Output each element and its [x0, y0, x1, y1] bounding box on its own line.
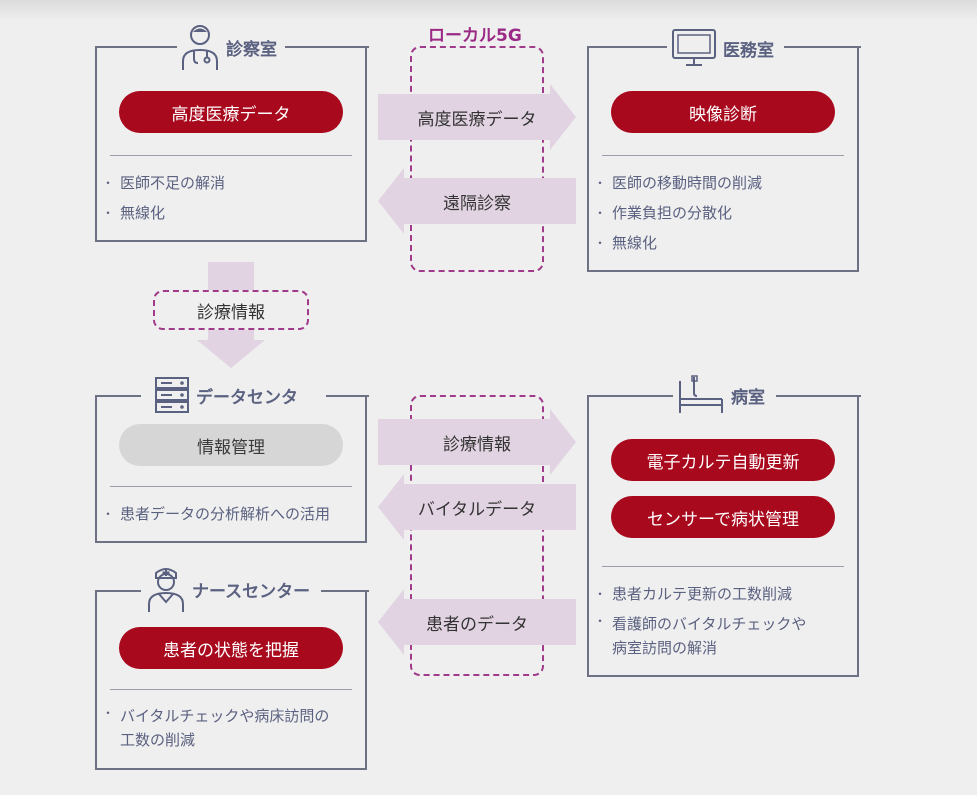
down-arrow-label: 診療情報 [153, 290, 309, 330]
imu-pill: 映像診断 [611, 91, 835, 133]
arrow-right-medical-info: 診療情報 [378, 409, 576, 475]
room-imu [587, 46, 861, 272]
list-item: 医師の移動時間の削減 [594, 168, 762, 198]
room-nurse [95, 590, 369, 770]
hospital-bed-icon [679, 375, 723, 413]
list-item: 医師不足の解消 [102, 168, 225, 198]
divider [602, 566, 844, 567]
room-title-text: 医務室 [723, 40, 774, 61]
room-shinsatsu [95, 46, 369, 242]
divider [110, 689, 352, 690]
shinsatsu-bullets: 医師不足の解消 無線化 [102, 168, 225, 228]
local-5g-label: ローカル5G [428, 26, 522, 46]
room-title-text: 病室 [731, 387, 765, 408]
room-shinsatsu-title: 診察室 [180, 23, 277, 71]
list-item: 作業負担の分散化 [594, 198, 762, 228]
local-5g-lane-upper [410, 46, 544, 272]
room-byoshitsu-title: 病室 [677, 375, 765, 415]
imu-bullets: 医師の移動時間の削減 作業負担の分散化 無線化 [594, 168, 762, 258]
list-item: 患者データの分析解析への活用 [102, 499, 330, 529]
list-item: 無線化 [102, 198, 225, 228]
room-byoshitsu [587, 395, 861, 677]
local-5g-lane-lower [410, 395, 544, 676]
nurse-pill: 患者の状態を把握 [119, 627, 343, 669]
room-title-text: データセンタ [196, 387, 298, 408]
room-imu-title: 医務室 [671, 28, 774, 68]
byoshitsu-pill-1: 電子カルテ自動更新 [611, 439, 835, 481]
arrow-right-advanced-data: 高度医療データ [378, 84, 576, 150]
room-title-text: ナースセンター [192, 581, 311, 602]
datacenter-bullets: 患者データの分析解析への活用 [102, 499, 330, 529]
list-item: 無線化 [594, 228, 762, 258]
monitor-icon [672, 29, 716, 66]
arrow-left-patient-data: 患者のデータ [378, 589, 576, 655]
list-item: 患者カルテ更新の工数削減 [594, 579, 806, 609]
room-title-text: 診察室 [226, 39, 277, 60]
doctor-icon [182, 25, 218, 70]
datacenter-pill: 情報管理 [119, 424, 343, 466]
arrow-left-vital-data: バイタルデータ [378, 474, 576, 540]
arrow-left-remote-exam: 遠隔診察 [378, 168, 576, 234]
divider [602, 155, 844, 156]
divider [110, 155, 352, 156]
room-nurse-title: ナースセンター [146, 565, 310, 613]
server-icon [155, 377, 189, 413]
divider [110, 486, 352, 487]
byoshitsu-pill-2: センサーで病状管理 [611, 496, 835, 538]
room-datacenter-title: データセンタ [154, 376, 298, 414]
nurse-icon [148, 568, 184, 612]
shinsatsu-pill: 高度医療データ [119, 91, 343, 133]
room-datacenter [95, 395, 369, 543]
